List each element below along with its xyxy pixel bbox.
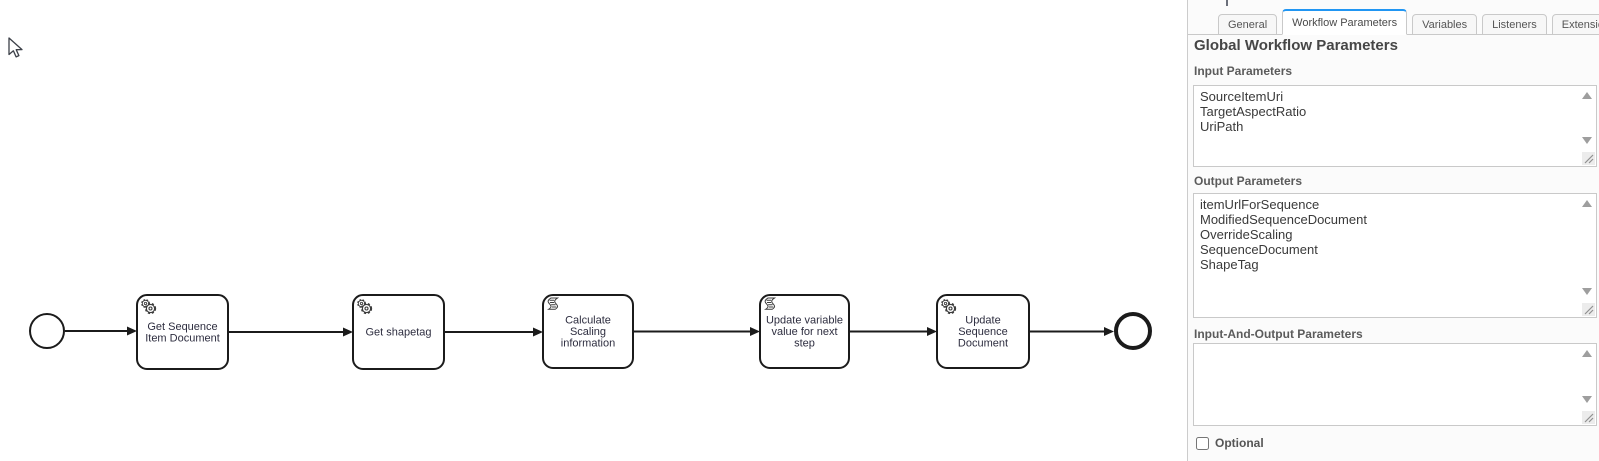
optional-row: Optional [1196, 436, 1264, 450]
script-task-icon [763, 297, 777, 310]
sequence-flow[interactable] [444, 327, 543, 337]
resize-grip-icon[interactable] [1582, 411, 1595, 424]
input-parameters-label: Input Parameters [1194, 64, 1293, 78]
scroll-up-icon[interactable] [1582, 350, 1592, 357]
svg-text:information: information [561, 338, 615, 350]
scroll-down-icon[interactable] [1582, 137, 1592, 144]
svg-text:step: step [794, 338, 815, 350]
sequence-flow[interactable] [849, 327, 937, 336]
tab-listeners[interactable]: Listeners [1482, 14, 1547, 35]
service-task-icon [357, 299, 373, 315]
svg-text:value for next: value for next [771, 326, 837, 338]
svg-text:Sequence: Sequence [958, 326, 1008, 338]
tab-extensions[interactable]: Extensions [1551, 14, 1599, 35]
input-and-output-parameters-box[interactable] [1193, 343, 1597, 426]
tab-workflow-parameters[interactable]: Workflow Parameters [1282, 9, 1408, 35]
sequence-flow[interactable] [65, 326, 137, 336]
svg-text:Scaling: Scaling [570, 326, 606, 338]
sequence-flow[interactable] [633, 327, 760, 336]
resize-grip-icon[interactable] [1582, 152, 1595, 165]
input-and-output-parameters-label: Input-And-Output Parameters [1194, 327, 1363, 341]
resize-grip-icon[interactable] [1582, 303, 1595, 316]
parameter-value: itemUrlForSequence [1200, 197, 1320, 212]
svg-text:Document: Document [958, 338, 1008, 350]
task-node[interactable]: Get shapetag [352, 294, 445, 370]
svg-text:Get Sequence: Get Sequence [147, 321, 217, 333]
scroll-down-icon[interactable] [1582, 396, 1592, 403]
optional-checkbox[interactable] [1196, 436, 1209, 450]
parameter-value: UriPath [1200, 119, 1244, 134]
parameter-value: TargetAspectRatio [1200, 104, 1307, 119]
scroll-up-icon[interactable] [1582, 92, 1592, 99]
end-event[interactable] [1114, 312, 1152, 350]
parameter-value: ModifiedSequenceDocument [1200, 212, 1367, 227]
mouse-cursor-icon [8, 37, 23, 58]
script-task-icon [546, 297, 560, 310]
parameter-value: SourceItemUri [1200, 89, 1284, 104]
start-event[interactable] [29, 313, 65, 349]
service-task-icon [141, 299, 157, 315]
tab-general[interactable]: General [1218, 14, 1278, 35]
optional-label: Optional [1215, 436, 1264, 450]
scroll-up-icon[interactable] [1582, 200, 1592, 207]
parameter-value: SequenceDocument [1200, 242, 1318, 257]
panel-heading: Global Workflow Parameters [1194, 37, 1398, 54]
svg-text:Get shapetag: Get shapetag [365, 327, 431, 339]
service-task-icon [941, 299, 957, 315]
svg-text:Item Document: Item Document [145, 332, 220, 344]
cropped-element-fragment [1226, 0, 1228, 6]
tab-variables[interactable]: Variables [1412, 14, 1478, 35]
output-parameters-label: Output Parameters [1194, 174, 1303, 188]
sequence-flow[interactable] [228, 327, 353, 337]
svg-text:Update variable: Update variable [766, 315, 843, 327]
scroll-down-icon[interactable] [1582, 288, 1592, 295]
parameter-value: ShapeTag [1200, 257, 1259, 272]
sequence-flow[interactable] [1029, 327, 1114, 336]
svg-text:Calculate: Calculate [565, 315, 611, 327]
svg-text:Update: Update [965, 315, 1000, 327]
parameter-value: OverrideScaling [1200, 227, 1293, 242]
